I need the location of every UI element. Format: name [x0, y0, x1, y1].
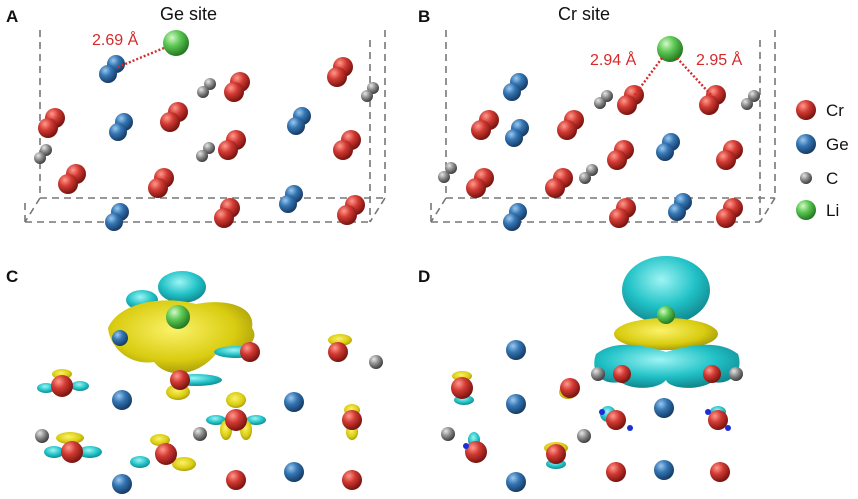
atoms-b: [438, 36, 760, 231]
legend-li-swatch: [796, 200, 816, 220]
distance-label-b-right: 2.95 Å: [696, 50, 743, 69]
supercell-box-a: [24, 30, 386, 223]
bond-li-ge-a: [117, 46, 165, 69]
bond-li-cr-right-b: [676, 57, 713, 97]
supercell-box-b: [430, 30, 776, 223]
legend-ge-label: Ge: [826, 135, 849, 154]
panel-a-title: Ge site: [160, 4, 217, 24]
distance-label-b-left: 2.94 Å: [590, 50, 637, 69]
charge-density-d: [452, 256, 740, 469]
atoms-a: [34, 30, 379, 231]
charge-density-c: [37, 271, 360, 471]
bond-li-cr-left-b: [633, 57, 663, 97]
panel-d: D: [418, 256, 743, 492]
legend-li-label: Li: [826, 201, 839, 220]
panel-c: C: [6, 267, 383, 494]
legend-cr-swatch: [796, 100, 816, 120]
legend-ge-swatch: [796, 134, 816, 154]
panel-b-title: Cr site: [558, 4, 610, 24]
distance-label-a: 2.69 Å: [92, 30, 139, 49]
panel-d-label: D: [418, 267, 430, 286]
atoms-d: [441, 340, 743, 492]
panel-b-label: B: [418, 7, 430, 26]
atoms-c: [35, 330, 383, 494]
panel-b: B Cr site: [418, 4, 776, 231]
panel-a: A Ge site: [6, 4, 386, 231]
legend-c-label: C: [826, 169, 838, 188]
panel-a-label: A: [6, 7, 18, 26]
legend-c-swatch: [800, 172, 812, 184]
legend-cr-label: Cr: [826, 101, 844, 120]
legend: Cr Ge C Li: [796, 100, 849, 220]
panel-c-label: C: [6, 267, 18, 286]
